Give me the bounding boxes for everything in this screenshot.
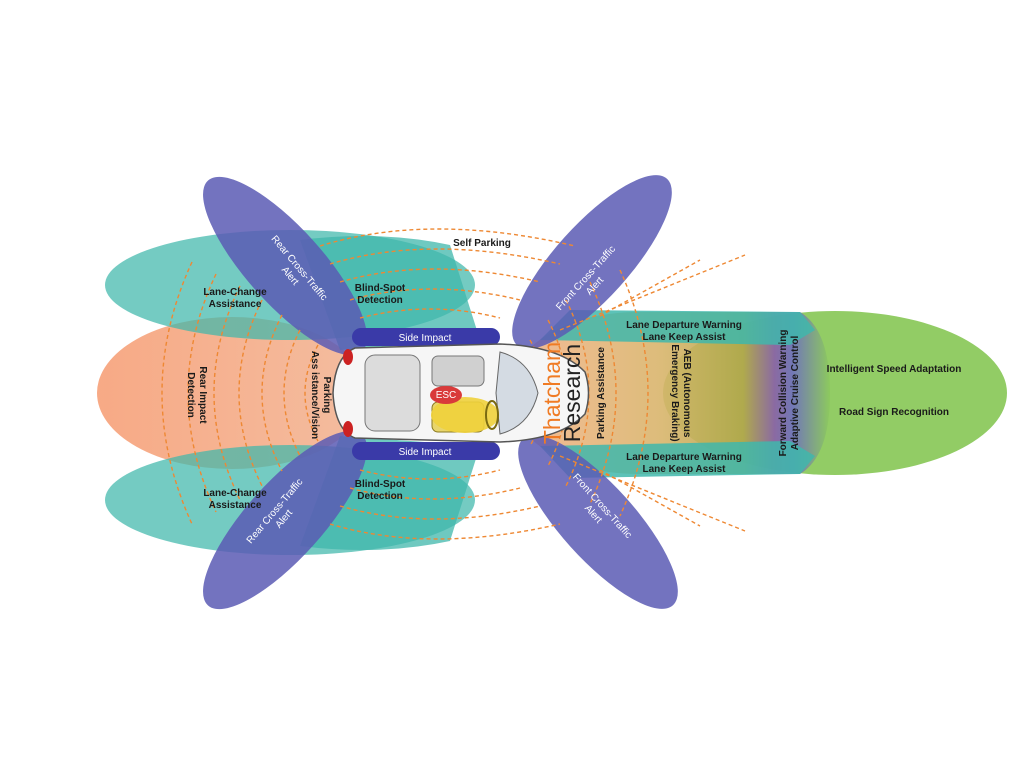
car <box>332 343 590 443</box>
parking-front-label: Parking Assistance <box>596 347 607 439</box>
side-impact-top-label: Side Impact <box>399 333 452 344</box>
rear-impact-label-1: Rear Impact <box>197 366 208 424</box>
side-impact-zone-top <box>352 328 500 346</box>
side-impact-zone-bottom <box>352 442 500 460</box>
rear-cross-traffic-zone-top <box>203 176 367 356</box>
aeb-label-2: Emergency Braking) <box>669 344 680 441</box>
rear-impact-zone <box>97 317 367 469</box>
lane-departure-bottom-label-1: Lane Departure Warning <box>626 452 742 463</box>
self-parking-arcs <box>319 228 576 540</box>
aeb-label-1: AEB (Autonomous <box>681 349 692 438</box>
tail-light-top <box>343 349 353 365</box>
rear-impact-label-2: Detection <box>185 372 196 418</box>
rear-parking-arcs <box>161 261 319 525</box>
blind-spot-top-label-1: Blind-Spot <box>355 283 406 294</box>
esc-badge <box>430 386 462 404</box>
self-parking-label: Self Parking <box>453 238 511 249</box>
side-impact-bottom-label: Side Impact <box>399 447 452 458</box>
driver-figure <box>431 397 499 433</box>
front-seat-left <box>431 355 485 387</box>
lane-departure-bottom-label-2: Lane Keep Assist <box>643 464 727 475</box>
lane-change-bottom-label-1: Lane-Change <box>203 488 267 499</box>
rear-seat <box>364 354 421 432</box>
fcw-label-1: Forward Collision Warning <box>778 330 789 457</box>
front-cross-traffic-zone-top <box>512 175 672 349</box>
front-mid-range-zone <box>520 312 830 474</box>
parking-rear-label-1: Parking <box>321 377 332 414</box>
lane-departure-top-label-1: Lane Departure Warning <box>626 320 742 331</box>
brand-research: Research <box>559 344 585 442</box>
lane-departure-top-label-2: Lane Keep Assist <box>643 332 727 343</box>
tail-light-bottom <box>343 421 353 437</box>
front-radar-rays <box>559 254 746 532</box>
isa-label: Intelligent Speed Adaptation <box>827 364 962 375</box>
lane-change-bottom-label-2: Assistance <box>209 500 262 511</box>
rsr-label: Road Sign Recognition <box>839 407 949 418</box>
blind-spot-bottom-label-1: Blind-Spot <box>355 479 406 490</box>
brand-thatcham: Thatcham <box>539 342 565 444</box>
lane-change-top-label-1: Lane-Change <box>203 287 267 298</box>
esc-label: ESC <box>436 390 457 401</box>
parking-rear-label-2: Ass istance/Vision <box>309 351 320 439</box>
lane-departure-zone-bottom <box>540 441 815 478</box>
blind-spot-bottom-label-2: Detection <box>357 491 403 502</box>
steering-wheel <box>485 400 499 430</box>
lane-change-top-label-2: Assistance <box>209 299 262 310</box>
rear-cross-traffic-zone-bottom <box>203 430 367 610</box>
blind-spot-top-label-2: Detection <box>357 295 403 306</box>
front-cross-traffic-zone-bottom <box>518 435 678 609</box>
car-windshield <box>495 351 539 435</box>
fcw-label-2: Adaptive Cruise Control <box>790 336 801 451</box>
